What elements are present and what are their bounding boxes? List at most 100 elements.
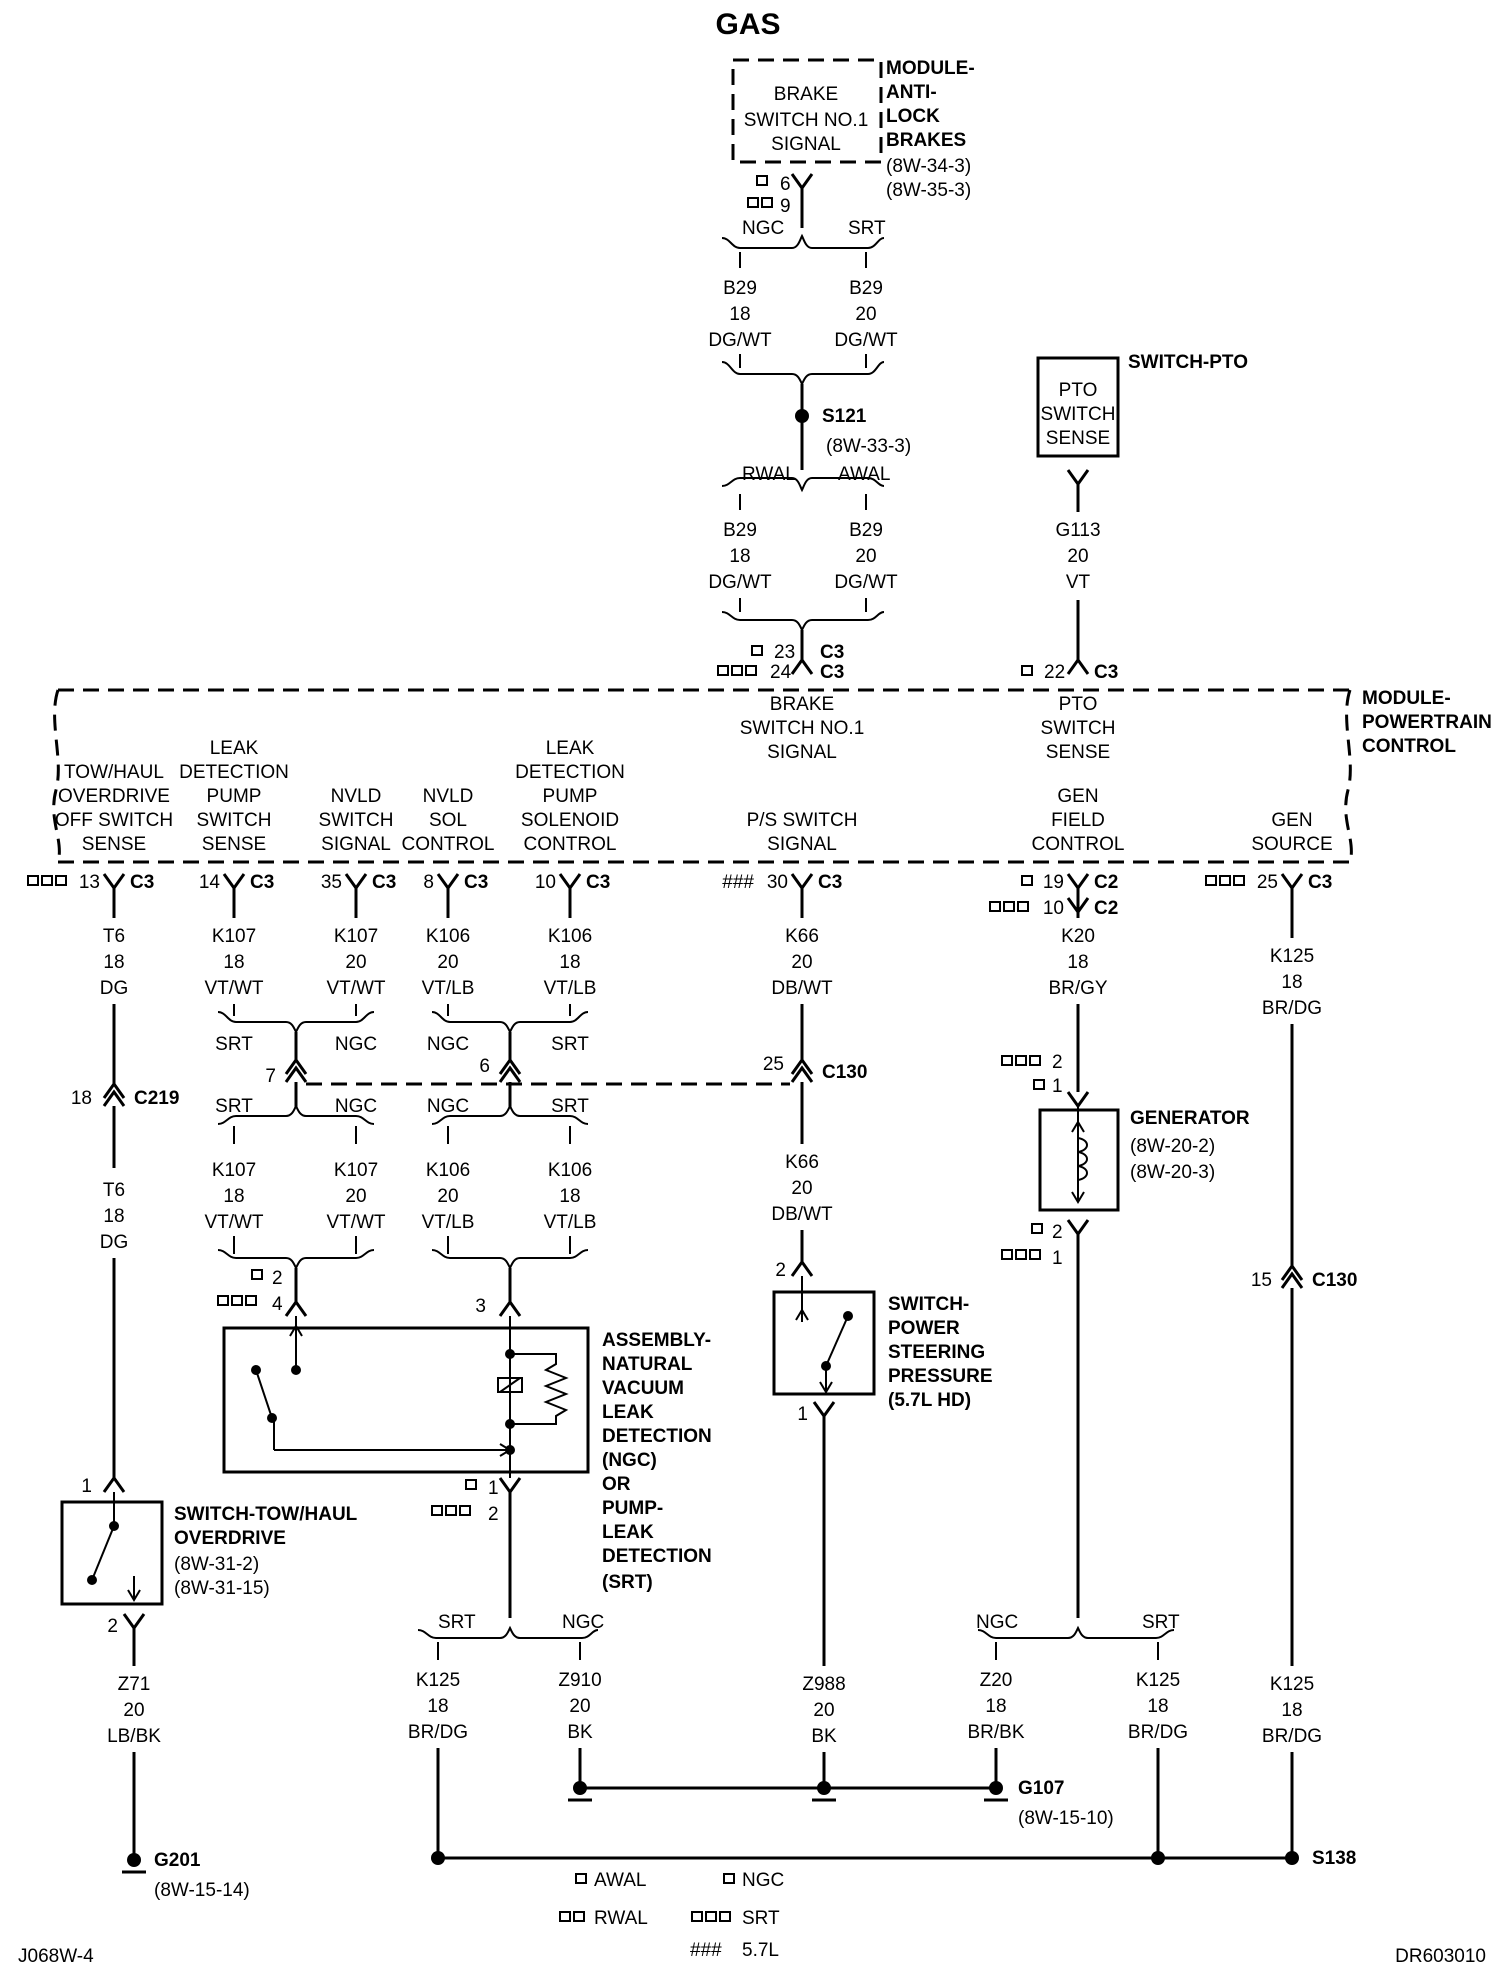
pcm-func-gensrc-line-1: GEN (1271, 810, 1312, 831)
connector-c130-pin-7 (284, 1057, 308, 1083)
svg-text:8: 8 (423, 872, 434, 893)
svg-text:BR/DG: BR/DG (1128, 1722, 1188, 1743)
svg-text:20: 20 (791, 952, 812, 973)
variant-ngc-label: NGC (742, 218, 784, 239)
wire-t6-lower: T6 18 DG (100, 1180, 129, 1253)
svg-text:VT: VT (1066, 572, 1091, 593)
svg-text:PUMP-: PUMP- (602, 1498, 663, 1519)
svg-text:20: 20 (345, 1186, 366, 1207)
svg-text:C3: C3 (464, 872, 488, 893)
svg-text:VT/LB: VT/LB (544, 978, 597, 999)
svg-text:VT/LB: VT/LB (544, 1212, 597, 1233)
svg-text:19: 19 (1043, 872, 1064, 893)
svg-text:20: 20 (569, 1696, 590, 1717)
legend-57-symbol: ### (690, 1940, 722, 1961)
svg-text:2: 2 (1052, 1222, 1063, 1243)
svg-text:(8W-31-2): (8W-31-2) (174, 1554, 259, 1575)
svg-text:G113: G113 (1055, 520, 1100, 541)
abs-pin-9: 9 (780, 196, 791, 217)
svg-text:DG: DG (100, 1232, 129, 1253)
abs-connector (790, 173, 814, 228)
diagram-title: GAS (715, 8, 780, 41)
switch-pto-label: SWITCH-PTO (1128, 352, 1248, 373)
pcm-func-genfield-line-1: GEN (1057, 786, 1098, 807)
svg-text:SRT: SRT (1142, 1612, 1180, 1633)
wire-b29-20-lower: B29 20 DG/WT (834, 520, 898, 593)
svg-text:VT/WT: VT/WT (326, 1212, 385, 1233)
wire-z988: Z988 20 BK (802, 1674, 845, 1747)
svg-text:C3: C3 (250, 872, 274, 893)
rwal-awal-split (721, 477, 885, 493)
pcm-func-ldp_sense-line-3: PUMP (207, 786, 262, 807)
connector-c130-pin-25 (790, 1057, 814, 1083)
svg-text:C3: C3 (372, 872, 396, 893)
svg-text:6: 6 (479, 1056, 490, 1077)
svg-text:35: 35 (321, 872, 342, 893)
svg-text:2: 2 (488, 1504, 499, 1525)
rwal-awal-join (721, 611, 885, 633)
svg-text:VACUUM: VACUUM (602, 1378, 684, 1399)
svg-text:24: 24 (770, 662, 792, 683)
abs-join-1 (721, 361, 885, 387)
svg-text:C3: C3 (1308, 872, 1332, 893)
svg-text:20: 20 (437, 952, 458, 973)
wire-k107-20-lower: K107 20 VT/WT (326, 1160, 385, 1233)
legend-ngc: NGC (742, 1870, 784, 1891)
wire-k125-lower: K125 18 BR/DG (1262, 1674, 1322, 1747)
pcm-func-brake-line-1: BRAKE (770, 694, 834, 715)
svg-text:DG/WT: DG/WT (708, 572, 772, 593)
pcm-func-towhaul-line-3: OFF SWITCH (55, 810, 173, 831)
svg-text:1: 1 (488, 1478, 499, 1499)
svg-text:SRT: SRT (215, 1096, 253, 1117)
svg-text:C130: C130 (1312, 1270, 1357, 1291)
ground-g107-ref: (8W-15-10) (1018, 1808, 1114, 1829)
pcm-func-ldp_sol-line-2: DETECTION (515, 762, 625, 783)
svg-text:BR/DG: BR/DG (408, 1722, 468, 1743)
svg-text:B29: B29 (723, 520, 757, 541)
svg-text:7: 7 (265, 1066, 276, 1087)
svg-text:CONTROL: CONTROL (1362, 736, 1456, 757)
pcm-func-ps-line-2: SIGNAL (767, 834, 837, 855)
svg-text:K125: K125 (416, 1670, 460, 1691)
svg-text:18: 18 (1281, 1700, 1302, 1721)
pcm-func-pto-line-3: SENSE (1046, 742, 1110, 763)
svg-text:NGC: NGC (562, 1612, 604, 1633)
legend-srt: SRT (742, 1908, 780, 1929)
splice-s121-ref: (8W-33-3) (826, 436, 911, 457)
svg-text:Z988: Z988 (802, 1674, 845, 1695)
legend-srt-symbol (691, 1911, 703, 1922)
pcm-func-nvld_sol-line-1: NVLD (423, 786, 474, 807)
svg-text:C2: C2 (1094, 872, 1118, 893)
svg-text:18: 18 (1281, 972, 1302, 993)
pcm-func-pto-line-2: SWITCH (1041, 718, 1116, 739)
splice-s138-label: S138 (1312, 1848, 1356, 1869)
pcm-func-nvld_sol-line-2: SOL (429, 810, 467, 831)
pcm-func-ldp_sense-line-5: SENSE (202, 834, 266, 855)
abs-module-name-2: ANTI- (886, 82, 937, 103)
svg-text:C3: C3 (586, 872, 610, 893)
svg-text:18: 18 (559, 1186, 580, 1207)
connector-c219-label: C219 (134, 1088, 179, 1109)
variant-awal-label: AWAL (838, 464, 890, 485)
wire-k125-srt-left: K125 18 BR/DG (408, 1670, 468, 1743)
svg-text:20: 20 (855, 304, 876, 325)
svg-text:K66: K66 (785, 1152, 819, 1173)
svg-text:NATURAL: NATURAL (602, 1354, 693, 1375)
svg-text:(8W-20-3): (8W-20-3) (1130, 1162, 1215, 1183)
nvld-connector-b (498, 1299, 522, 1317)
svg-text:18: 18 (729, 304, 750, 325)
legend-rwal-symbol (559, 1911, 571, 1922)
svg-text:2: 2 (1052, 1052, 1063, 1073)
svg-text:SWITCH-TOW/HAUL: SWITCH-TOW/HAUL (174, 1504, 358, 1525)
svg-text:18: 18 (1067, 952, 1088, 973)
splice-s121-label: S121 (822, 406, 867, 427)
svg-text:VT/WT: VT/WT (204, 1212, 263, 1233)
svg-text:(8W-20-2): (8W-20-2) (1130, 1136, 1215, 1157)
wire-k107-20-upper: K107 20 VT/WT (326, 926, 385, 999)
k106-join-upper (431, 1011, 589, 1035)
svg-text:B29: B29 (849, 278, 883, 299)
svg-text:DG/WT: DG/WT (834, 330, 898, 351)
pcm-func-ldp_sense-line-1: LEAK (210, 738, 259, 759)
